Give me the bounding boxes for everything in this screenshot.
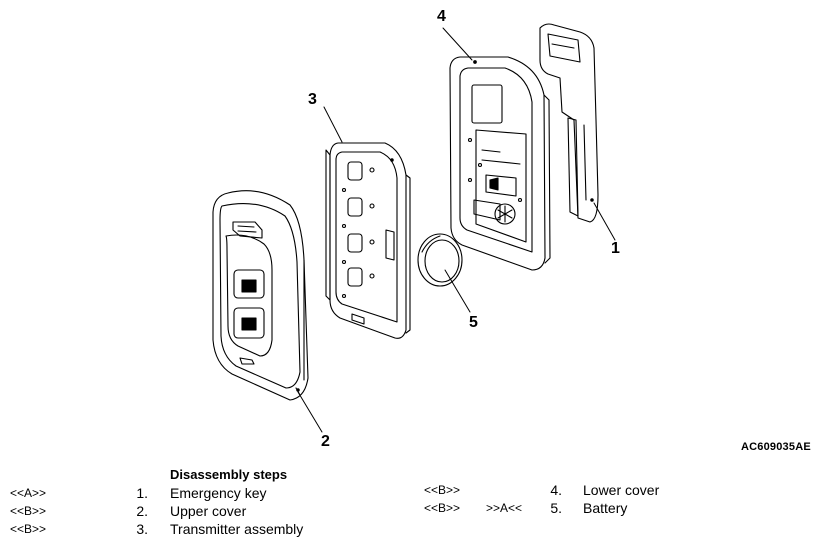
step-row: <<A>> 1. Emergency key <box>0 484 400 502</box>
service-ref: <<B>> <box>424 483 461 497</box>
service-ref-secondary: >>A<< <box>486 501 523 515</box>
lower-cover-part <box>449 56 551 271</box>
step-number: 4. <box>550 482 562 498</box>
step-number: 3. <box>136 521 148 537</box>
steps-title: Disassembly steps <box>170 467 288 482</box>
step-row: <<B>> >>A<< 5. Battery <box>420 499 810 517</box>
emergency-key-part <box>539 23 599 223</box>
upper-cover-part <box>212 190 309 401</box>
step-row: <<B>> 3. Transmitter assembly <box>0 520 400 538</box>
step-row: <<B>> 2. Upper cover <box>0 502 400 520</box>
transmitter-assembly-part <box>325 142 411 339</box>
figure-code: AC609035AE <box>741 441 811 453</box>
step-name: Lower cover <box>583 482 660 498</box>
service-ref: <<B>> <box>10 522 47 536</box>
step-name: Upper cover <box>170 503 247 519</box>
step-name: Emergency key <box>170 485 267 501</box>
callout-2: 2 <box>321 433 330 450</box>
service-ref: <<A>> <box>10 486 47 500</box>
battery-part <box>417 233 463 287</box>
step-number: 1. <box>136 485 148 501</box>
callout-1: 1 <box>611 240 620 257</box>
step-number: 2. <box>136 503 148 519</box>
service-ref: <<B>> <box>10 504 47 518</box>
callout-5: 5 <box>469 314 478 331</box>
step-name: Battery <box>583 500 628 516</box>
step-name: Transmitter assembly <box>170 521 304 537</box>
service-ref: <<B>> <box>424 501 461 515</box>
callout-4: 4 <box>437 8 446 25</box>
step-number: 5. <box>550 500 562 516</box>
exploded-view-diagram <box>212 23 616 433</box>
callout-3: 3 <box>308 91 317 108</box>
step-row: <<B>> 4. Lower cover <box>420 481 810 499</box>
leader-lines <box>297 27 616 433</box>
